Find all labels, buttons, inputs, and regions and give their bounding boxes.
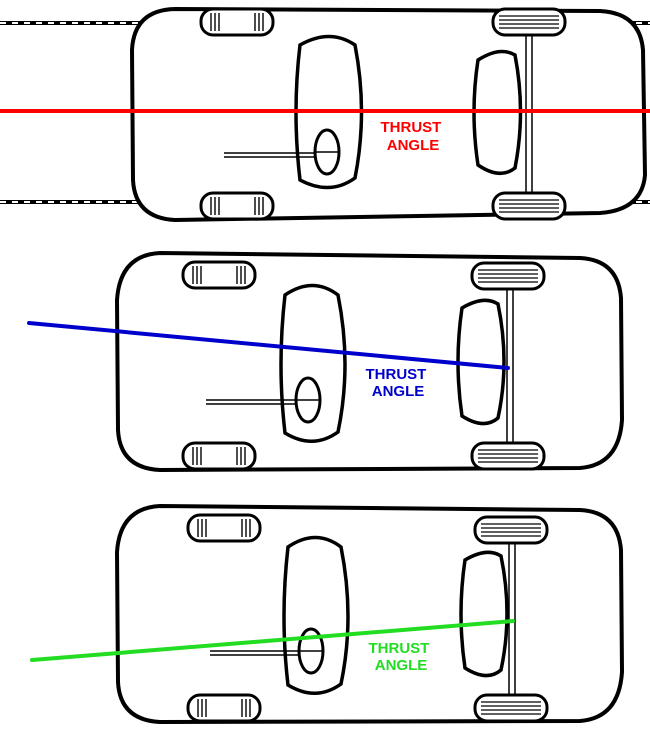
label-line-2: ANGLE <box>375 657 428 674</box>
thrust-line <box>27 321 510 370</box>
label-line-2: ANGLE <box>387 137 440 154</box>
windshield <box>456 298 506 426</box>
label-line-1: THRUST <box>369 640 430 657</box>
car-panel-1: THRUST ANGLE <box>0 6 650 223</box>
label-line-2: ANGLE <box>372 383 425 400</box>
tire-rear-top <box>186 513 262 543</box>
car-body <box>129 6 648 223</box>
tire-front-top <box>491 7 567 37</box>
thrust-line <box>30 619 515 662</box>
label-line-1: THRUST <box>366 366 427 383</box>
tire-front-top <box>473 515 549 545</box>
thrust-angle-label: THRUST ANGLE <box>369 640 434 674</box>
tire-rear-top <box>199 7 275 37</box>
car-panel-3: THRUST ANGLE <box>30 503 625 725</box>
tire-rear-top <box>181 260 257 290</box>
label-line-1: THRUST <box>381 119 442 136</box>
tire-front-bottom <box>470 441 546 471</box>
tire-rear-bottom <box>181 441 257 471</box>
tire-front-bottom <box>491 191 567 221</box>
tire-rear-bottom <box>199 191 275 221</box>
car-panel-2: THRUST ANGLE <box>27 250 625 473</box>
tire-front-top <box>470 261 546 291</box>
windshield <box>459 550 509 678</box>
thrust-angle-label: THRUST ANGLE <box>366 366 431 400</box>
tire-rear-bottom <box>186 693 262 723</box>
thrust-angle-label: THRUST ANGLE <box>381 119 446 154</box>
tire-front-bottom <box>473 693 549 723</box>
